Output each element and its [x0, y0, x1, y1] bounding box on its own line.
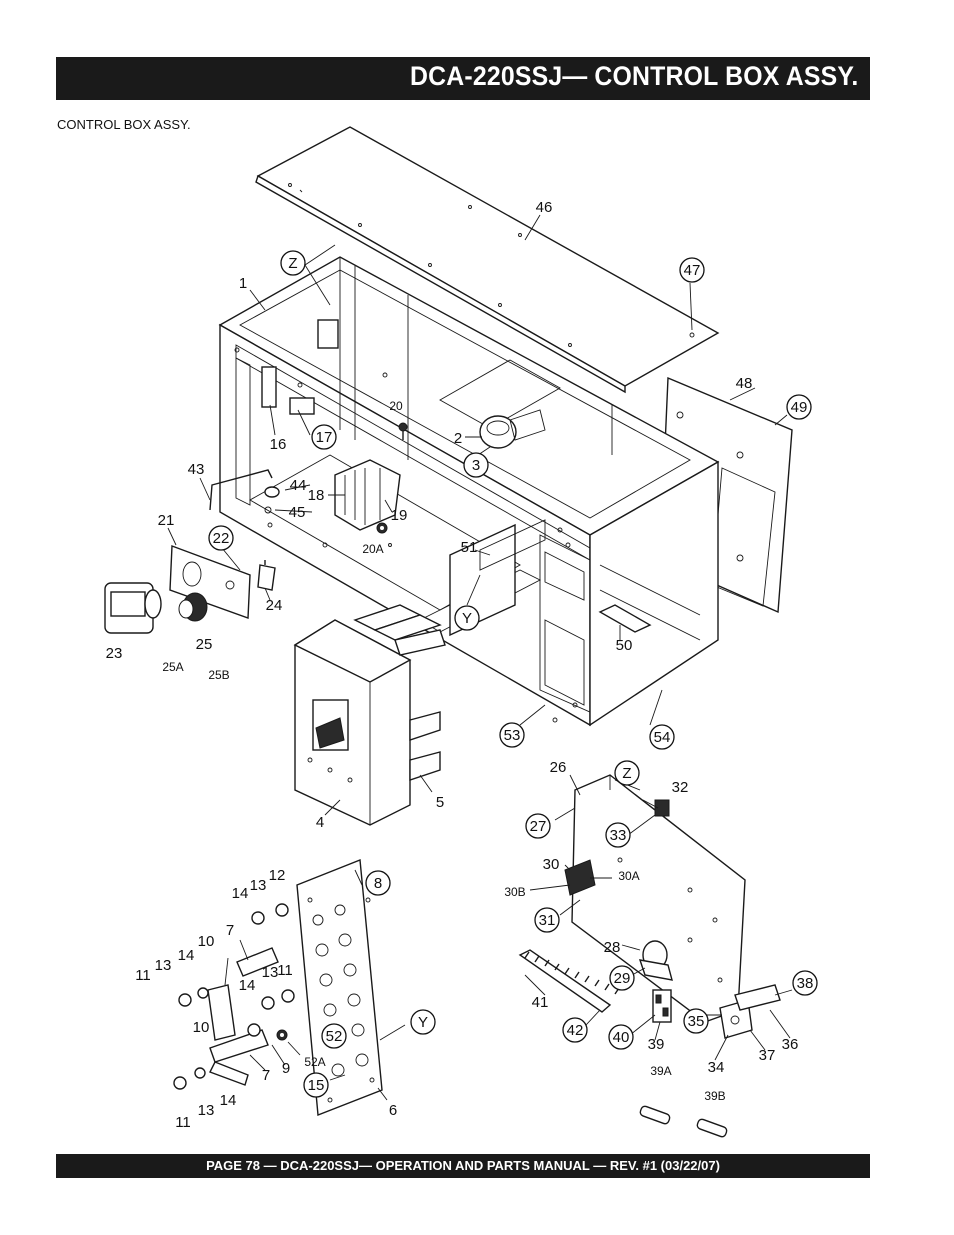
circled-callouts: Z 47 48 49 17 3 22 Y 53 54 Z 27 33 31 29…: [208, 250, 818, 1098]
callout-39: 39: [648, 1036, 665, 1053]
section-subtitle: CONTROL BOX ASSY.: [57, 117, 191, 132]
callout-20: 20: [389, 399, 403, 413]
meter-switch-group: [104, 545, 276, 634]
callout-13-d: 13: [198, 1102, 215, 1119]
callout-24: 24: [266, 597, 283, 614]
callout-14-d: 14: [220, 1092, 237, 1109]
callout-48: 48: [736, 375, 753, 392]
callout-41: 41: [532, 994, 549, 1011]
callout-34: 34: [708, 1059, 725, 1076]
callout-y-bottom: Y: [418, 1014, 428, 1031]
bus-bar-plate: [173, 859, 383, 1116]
callout-49: 49: [791, 399, 808, 416]
callout-16: 16: [270, 436, 287, 453]
callout-52: 52: [326, 1028, 343, 1045]
footer-text: PAGE 78 — DCA-220SSJ— OPERATION AND PART…: [206, 1158, 720, 1173]
callout-39b: 39B: [704, 1089, 725, 1103]
circuit-breaker: [293, 604, 446, 826]
callout-42: 42: [567, 1022, 584, 1039]
callout-43: 43: [188, 461, 205, 478]
callout-21: 21: [158, 512, 175, 529]
callout-2: 2: [454, 430, 462, 447]
callout-53: 53: [504, 727, 521, 744]
callout-23: 23: [106, 645, 123, 662]
internal-components: [209, 319, 546, 534]
callout-13-a: 13: [250, 877, 267, 894]
callout-28: 28: [604, 939, 621, 956]
control-box-frame: [218, 256, 720, 727]
callout-30a: 30A: [618, 869, 639, 883]
callout-3: 3: [472, 457, 480, 474]
callout-1: 1: [239, 275, 247, 292]
callout-27: 27: [530, 818, 547, 835]
callout-50: 50: [616, 637, 633, 654]
callout-11-a: 11: [135, 967, 151, 984]
callout-37: 37: [759, 1047, 776, 1064]
callout-11-c: 11: [175, 1114, 191, 1131]
callout-17: 17: [316, 429, 333, 446]
callout-45: 45: [289, 504, 306, 521]
callout-30: 30: [543, 856, 560, 873]
callout-4: 4: [316, 814, 324, 831]
plain-callouts: 46 1 20 2 16 43 44 18 19 45 21 20A 51 24…: [106, 199, 799, 1131]
top-cover-46: [255, 126, 720, 394]
callout-14-a: 14: [232, 885, 249, 902]
callout-25b: 25B: [208, 668, 229, 682]
callout-25: 25: [196, 636, 213, 653]
callout-7-a: 7: [226, 922, 234, 939]
callout-44: 44: [290, 477, 307, 494]
callout-12: 12: [269, 867, 286, 884]
callout-40: 40: [613, 1029, 630, 1046]
callout-29: 29: [614, 970, 631, 987]
callout-39a: 39A: [650, 1064, 671, 1078]
callout-8: 8: [374, 875, 382, 892]
callout-z-top: Z: [288, 255, 297, 272]
callout-22: 22: [213, 530, 230, 547]
callout-14-c: 14: [239, 977, 256, 994]
callout-9: 9: [282, 1060, 290, 1077]
page-title: DCA-220SSJ— CONTROL BOX ASSY.: [409, 61, 858, 91]
callout-25a: 25A: [162, 660, 183, 674]
callout-5: 5: [436, 794, 444, 811]
callout-z-bottom: Z: [622, 765, 631, 782]
callout-10-b: 10: [193, 1019, 210, 1036]
callout-y-top: Y: [462, 610, 472, 627]
callout-13-b: 13: [155, 957, 172, 974]
callout-18: 18: [308, 487, 325, 504]
sub-panel: [518, 774, 781, 1138]
callout-38: 38: [797, 975, 814, 992]
callout-32: 32: [672, 779, 689, 796]
callout-11-b: 11: [277, 962, 293, 979]
callout-6: 6: [389, 1102, 397, 1119]
callout-46: 46: [536, 199, 553, 216]
terminal-strip-41: [518, 949, 620, 1013]
callout-47: 47: [684, 262, 701, 279]
callout-51: 51: [461, 539, 478, 556]
header-bar: DCA-220SSJ— CONTROL BOX ASSY.: [56, 57, 870, 100]
callout-15: 15: [308, 1077, 325, 1094]
callout-31: 31: [539, 912, 556, 929]
callout-26: 26: [550, 759, 567, 776]
callout-10-a: 10: [198, 933, 215, 950]
callout-7-b: 7: [262, 1067, 270, 1084]
callout-36: 36: [782, 1036, 799, 1053]
callout-19: 19: [391, 507, 408, 524]
callout-14-b: 14: [178, 947, 195, 964]
callout-52a: 52A: [304, 1055, 325, 1069]
callout-33: 33: [610, 827, 627, 844]
callout-20a: 20A: [362, 542, 383, 556]
callout-35: 35: [688, 1013, 705, 1030]
callout-13-c: 13: [262, 964, 279, 981]
footer-bar: PAGE 78 — DCA-220SSJ— OPERATION AND PART…: [56, 1154, 870, 1178]
callout-54: 54: [654, 729, 671, 746]
callout-30b: 30B: [504, 885, 525, 899]
